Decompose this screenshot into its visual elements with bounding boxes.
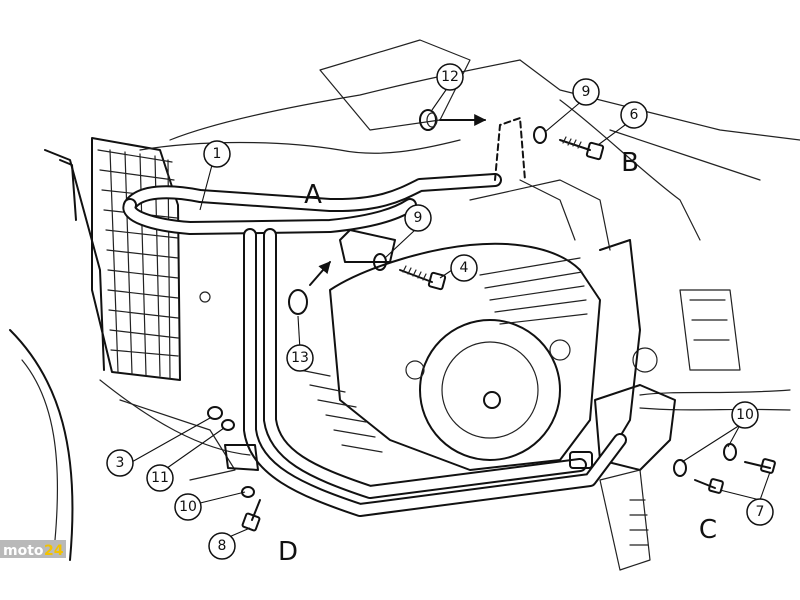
callout-7: 7 xyxy=(746,498,774,526)
spacer-12-icon xyxy=(419,109,487,131)
washer-10-right-upper-icon xyxy=(723,443,737,461)
svg-text:7: 7 xyxy=(756,504,765,520)
svg-text:11: 11 xyxy=(151,470,169,486)
callout-10-right: 10 xyxy=(731,401,759,429)
section-label-B: B xyxy=(621,148,639,178)
bolt-6-icon xyxy=(559,136,605,161)
section-label-C: C xyxy=(699,515,717,545)
svg-text:9: 9 xyxy=(582,84,591,100)
svg-text:8: 8 xyxy=(218,538,227,554)
callout-4: 4 xyxy=(450,254,478,282)
svg-text:3: 3 xyxy=(116,455,125,471)
callout-1: 1 xyxy=(203,140,231,168)
bolt-8-icon xyxy=(241,499,261,532)
svg-text:12: 12 xyxy=(441,69,459,85)
front-wheel-arc xyxy=(9,329,74,561)
washer-10-right-lower-icon xyxy=(673,459,687,477)
motorcycle-engine-sketch xyxy=(9,39,800,571)
svg-text:9: 9 xyxy=(414,210,423,226)
callout-3: 3 xyxy=(106,449,134,477)
svg-text:6: 6 xyxy=(630,107,639,123)
svg-text:10: 10 xyxy=(179,499,197,515)
crash-bar-upper-A xyxy=(122,117,526,263)
crash-bar-lower-loop xyxy=(224,228,627,517)
callout-6: 6 xyxy=(620,101,648,129)
callout-13: 13 xyxy=(286,344,314,372)
moto24-watermark: moto 24 xyxy=(0,540,66,559)
fuel-tank-outline xyxy=(169,59,521,141)
bolt-7-icons xyxy=(694,458,776,494)
svg-text:13: 13 xyxy=(291,350,309,366)
callout-11: 11 xyxy=(146,464,174,492)
svg-text:24: 24 xyxy=(44,543,64,559)
callout-12: 12 xyxy=(436,63,464,91)
washer-9-upper-icon xyxy=(533,126,547,144)
drive-chain xyxy=(639,389,791,411)
svg-text:4: 4 xyxy=(460,260,469,276)
svg-text:10: 10 xyxy=(736,407,754,423)
section-label-D: D xyxy=(278,537,298,567)
callout-9-upper: 9 xyxy=(572,78,600,106)
bolt-4-icon xyxy=(399,265,447,291)
washer-10-lower-icon xyxy=(241,486,255,498)
mounting-hardware xyxy=(207,109,776,532)
spacer-13-icon xyxy=(288,261,331,315)
svg-text:1: 1 xyxy=(213,146,222,162)
washer-10-left-icon xyxy=(221,419,235,431)
clutch-cover xyxy=(419,319,561,461)
svg-text:moto: moto xyxy=(3,543,44,559)
section-label-A: A xyxy=(304,180,322,210)
callout-9-middle: 9 xyxy=(404,204,432,232)
callout-10-left: 10 xyxy=(174,493,202,521)
nut-11-icon xyxy=(207,406,223,420)
radiator-grille xyxy=(44,137,181,381)
callout-8: 8 xyxy=(208,532,236,560)
engine-cover-outline xyxy=(329,242,601,471)
washer-9-middle-icon xyxy=(373,253,387,271)
